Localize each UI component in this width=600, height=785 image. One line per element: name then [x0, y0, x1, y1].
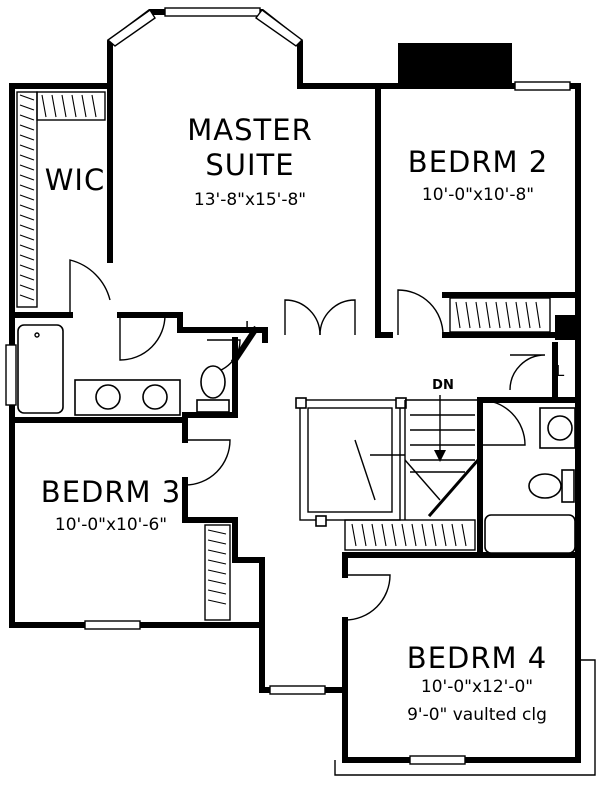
toilet-tank-master	[196, 399, 230, 413]
linen-closet-master: L	[245, 318, 254, 336]
bathtub-master	[17, 324, 64, 414]
bedrm2-name: BEDRM 2	[408, 145, 548, 179]
door-master-bath	[119, 314, 166, 361]
chimney	[398, 43, 512, 86]
toilet-master	[200, 365, 226, 399]
bedrm3-name: BEDRM 3	[41, 475, 181, 509]
master-dims: 13'-8"x15'-8"	[194, 190, 306, 210]
door-wic	[69, 259, 111, 315]
master-name-1: MASTER	[187, 113, 312, 147]
sink-master-1	[95, 384, 121, 410]
bedrm3-dims: 10'-0"x10'-6"	[55, 515, 167, 535]
door-master-double-a	[284, 299, 321, 336]
door-bedrm3	[184, 439, 231, 486]
bedrm2-dims: 10'-0"x10'-8"	[422, 185, 534, 205]
window-bath-left	[5, 344, 17, 406]
wic-label: WIC	[45, 163, 105, 197]
window-hall	[269, 685, 326, 695]
window-master-top	[164, 7, 261, 17]
stairwell: DN	[295, 378, 481, 527]
toilet-hall	[528, 473, 562, 499]
bathtub-hall	[484, 514, 576, 554]
toilet-tank-hall	[561, 469, 575, 503]
window-master-right	[255, 9, 304, 47]
bedrm3-closet	[204, 524, 231, 621]
window-bedrm2	[514, 81, 571, 91]
master-bath-fixtures	[17, 324, 230, 416]
doors	[69, 259, 546, 621]
interior-walls	[9, 83, 581, 693]
door-hall-bath	[479, 399, 526, 446]
hall-bath-fixtures	[484, 407, 576, 554]
bedrm4-note: 9'-0" vaulted clg	[407, 705, 547, 725]
sink-master-2	[142, 384, 168, 410]
door-linen-bedrm2	[509, 354, 546, 391]
window-bedrm4-bottom	[409, 755, 466, 765]
door-master-double-b	[319, 299, 356, 336]
sink-hall	[547, 415, 573, 441]
wic-closet-rods	[16, 91, 106, 308]
arrow-down-icon	[434, 450, 446, 462]
stairs-direction: DN	[432, 378, 454, 393]
hall-closet	[344, 519, 476, 551]
windows	[5, 7, 596, 776]
bedrm4-name: BEDRM 4	[407, 641, 547, 675]
door-bedrm4	[344, 574, 391, 621]
railing	[299, 399, 401, 521]
linen-closet-bedrm2: L	[556, 362, 565, 380]
bedrm2-closet	[449, 297, 578, 340]
window-bedrm4-bay	[334, 659, 596, 776]
door-bedrm2	[397, 289, 444, 336]
window-master-left	[106, 8, 156, 47]
bedrm4-dims: 10'-0"x12'-0"	[421, 677, 533, 697]
master-name-2: SUITE	[205, 148, 294, 182]
window-bedrm3	[84, 620, 141, 630]
stair-treads	[410, 414, 475, 473]
